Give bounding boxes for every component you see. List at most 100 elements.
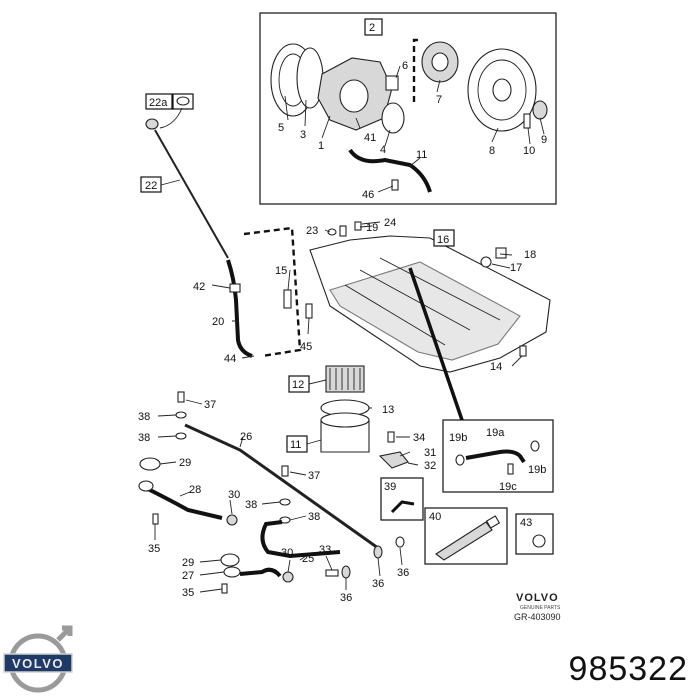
- tube-bracket-42-part: [229, 283, 241, 293]
- label-11b: 11: [290, 439, 301, 451]
- sealant-tube-40-part: [435, 521, 493, 561]
- label-18: 18: [524, 249, 536, 261]
- label-5: 5: [278, 122, 284, 134]
- leader-22a: [159, 107, 183, 129]
- ref-box-39: [380, 477, 424, 521]
- label-26: 26: [240, 431, 252, 443]
- ref-box-43: [515, 513, 554, 555]
- oil-pump-group-frame: [259, 12, 557, 205]
- bolt-19-part: [339, 225, 347, 237]
- washer-23-part: [327, 228, 337, 236]
- filter-element-12-part: [325, 365, 365, 393]
- label-44: 44: [224, 353, 236, 365]
- o-ring-43-part: [532, 534, 546, 548]
- small-volvo-logo: VOLVO: [516, 592, 559, 604]
- group-bracket-top: [412, 38, 418, 104]
- label-38b: 38: [138, 432, 150, 444]
- part-number: 985322: [568, 650, 688, 688]
- label-34: 34: [413, 432, 425, 444]
- leader-lines-filter: [306, 379, 372, 445]
- label-32: 32: [424, 460, 436, 472]
- label-23: 23: [306, 225, 318, 237]
- label-10: 10: [523, 145, 535, 157]
- volvo-emblem-text: VOLVO: [12, 656, 64, 671]
- o-ring-22a-part: [176, 96, 190, 106]
- gear-7-hub: [431, 52, 449, 72]
- leader-lines-top: [284, 65, 545, 193]
- label-17: 17: [510, 262, 522, 274]
- label-3: 3: [300, 129, 306, 141]
- label-19: 19: [366, 222, 378, 234]
- label-16: 16: [437, 234, 449, 246]
- pump-rotor-part: [339, 79, 369, 113]
- pickup-pipe-11-part: [348, 148, 432, 193]
- washer-38a-part: [175, 411, 187, 419]
- washer-9-part: [532, 100, 548, 120]
- label-33: 33: [319, 544, 331, 556]
- leader-lines-bracket: [396, 436, 419, 466]
- o-ring-19b-right-part: [530, 440, 540, 452]
- washer-36c-part: [395, 536, 405, 548]
- label-11: 11: [416, 149, 427, 161]
- label-30a: 30: [228, 489, 240, 501]
- drain-plug-18-part: [495, 247, 507, 259]
- clip-39-part: [390, 500, 415, 514]
- washer-36b-part: [373, 545, 383, 559]
- leader-lines-tube: [211, 284, 255, 359]
- ref-box-16: [433, 229, 455, 247]
- label-6: 6: [402, 60, 408, 72]
- label-19b-left: 19b: [449, 432, 467, 444]
- label-19c: 19c: [499, 481, 517, 493]
- crank-seal-4-part: [381, 102, 405, 134]
- label-22: 22: [145, 180, 157, 192]
- label-38d: 38: [308, 511, 320, 523]
- dipstick-handle-part: [145, 118, 159, 130]
- leader-lines-pan: [287, 221, 523, 367]
- label-41: 41: [364, 132, 376, 144]
- small-logo-sub: GENUINE PARTS: [520, 605, 561, 611]
- label-36a: 36: [340, 592, 352, 604]
- label-35b: 35: [182, 587, 194, 599]
- label-36c: 36: [397, 567, 409, 579]
- dipstick-tube-20-part: [226, 259, 253, 358]
- label-13: 13: [382, 404, 394, 416]
- pipe-27-part: [239, 567, 282, 578]
- oil-pan-ribs: [344, 257, 501, 346]
- nut-30a-part: [226, 514, 238, 526]
- pipe-25-part: [260, 520, 341, 559]
- ref-box-22: [140, 176, 162, 193]
- bolt-10-part: [523, 113, 531, 129]
- filter-housing-top: [320, 412, 370, 428]
- label-46: 46: [362, 189, 374, 201]
- label-19a: 19a: [486, 427, 505, 439]
- leader-lines-pipe28: [154, 461, 233, 540]
- bolt-14-part: [519, 345, 527, 357]
- label-43: 43: [520, 517, 532, 529]
- label-42: 42: [193, 281, 205, 293]
- label-31: 31: [424, 447, 436, 459]
- filter-pleats: [329, 368, 361, 390]
- diagram-ref-number: GR-403090: [514, 612, 561, 622]
- label-38c: 38: [245, 499, 257, 511]
- label-45: 45: [300, 341, 312, 353]
- label-35a: 35: [148, 543, 160, 555]
- callout-line-19: [408, 267, 464, 421]
- label-1: 1: [318, 140, 324, 152]
- label-2: 2: [369, 22, 375, 34]
- leader-lines-bottom: [199, 547, 403, 593]
- bolt-33-part: [325, 569, 339, 577]
- bolt-15-part: [283, 289, 292, 309]
- label-14: 14: [490, 361, 502, 373]
- bolt-35b-part: [221, 583, 228, 594]
- bolt-37a-part: [177, 391, 185, 403]
- ref-box-2: [364, 18, 383, 36]
- leader-lines-pipe25: [261, 471, 307, 521]
- pipe-28-flange: [138, 480, 154, 492]
- bolt-24-part: [354, 221, 362, 231]
- bolt-35a-part: [152, 513, 159, 525]
- nut-30b-part: [282, 571, 294, 583]
- pump-bolt-6-part: [385, 75, 399, 91]
- label-29a: 29: [179, 457, 191, 469]
